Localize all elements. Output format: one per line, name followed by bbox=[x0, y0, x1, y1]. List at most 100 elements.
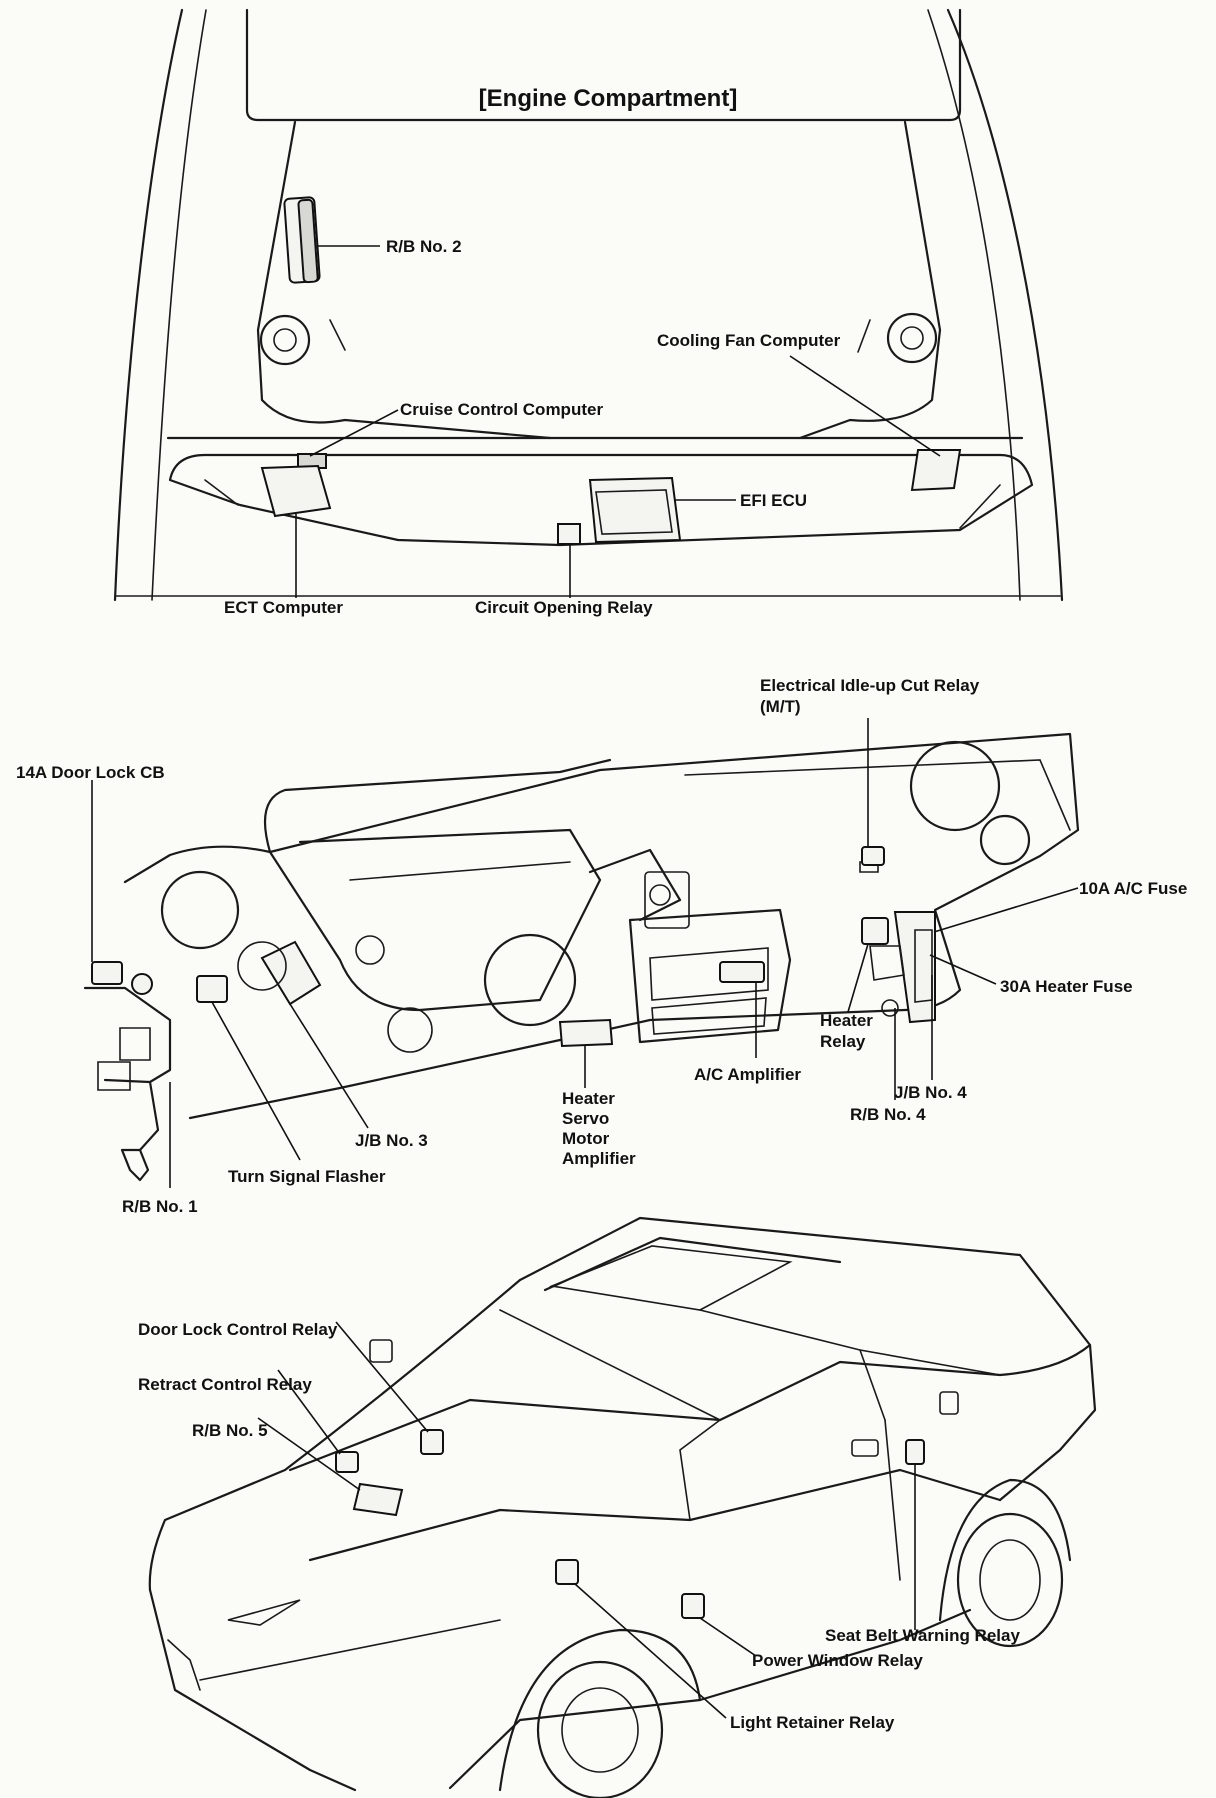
firewall-crease-right bbox=[959, 484, 1001, 529]
door-lock-control-relay-box bbox=[420, 1429, 444, 1455]
wiper-pivot bbox=[369, 1339, 393, 1363]
dash-right-hood bbox=[684, 759, 1071, 831]
circuit-opening-relay-box bbox=[557, 523, 581, 545]
turn-signal-flasher-label: Turn Signal Flasher bbox=[228, 1167, 386, 1186]
idle-up-cut-relay-box bbox=[861, 846, 885, 866]
rear-vent bbox=[939, 1391, 959, 1415]
cruise-control-leader bbox=[309, 409, 399, 457]
heater-relay-leader bbox=[847, 943, 869, 1013]
speedometer-gauge bbox=[483, 933, 577, 1027]
jb-no-4-label: J/B No. 4 bbox=[894, 1083, 967, 1102]
right-vents bbox=[909, 740, 1031, 866]
instrument-cluster-housing bbox=[268, 828, 602, 1012]
ac-fuse-leader bbox=[933, 887, 1079, 933]
jb-no-4-assembly bbox=[861, 911, 936, 1024]
cluster-knob-left bbox=[355, 935, 385, 965]
jb-no-3-leader bbox=[289, 1003, 369, 1129]
seat-belt-warning-relay-label: Seat Belt Warning Relay bbox=[825, 1626, 1020, 1645]
jb-no-3-box bbox=[260, 940, 322, 1006]
cooling-fan-computer-box bbox=[910, 449, 962, 492]
right-fender-outline bbox=[946, 8, 1064, 602]
front-wheel bbox=[498, 1628, 702, 1798]
dash-hood-top bbox=[263, 758, 612, 854]
headlight-cover bbox=[227, 1599, 301, 1626]
heater-relay-label-line2: Relay bbox=[820, 1032, 866, 1051]
light-retainer-relay-label: Light Retainer Relay bbox=[730, 1713, 895, 1732]
ac-amplifier-label: A/C Amplifier bbox=[694, 1065, 801, 1084]
right-fender-inner-line bbox=[927, 9, 1021, 601]
power-window-relay-label: Power Window Relay bbox=[752, 1651, 923, 1670]
right-strut-wall bbox=[798, 120, 942, 440]
retract-control-relay-label: Retract Control Relay bbox=[138, 1375, 312, 1394]
ac-amplifier-box bbox=[719, 961, 765, 983]
engine-compartment-section: [Engine Compartment] R/B No. 2 Cooling F… bbox=[113, 8, 1064, 617]
ac-fuse-label: 10A A/C Fuse bbox=[1079, 879, 1187, 898]
quarter-window-line bbox=[859, 1349, 1001, 1376]
door-lock-control-relay-label: Door Lock Control Relay bbox=[138, 1320, 338, 1339]
hood-crease bbox=[199, 1619, 501, 1681]
cooling-fan-computer-label: Cooling Fan Computer bbox=[657, 331, 841, 350]
roof-outline bbox=[518, 1216, 1092, 1347]
cooling-fan-leader bbox=[789, 355, 941, 457]
door-lock-relay-leader bbox=[335, 1321, 429, 1433]
console-switch-block bbox=[644, 871, 690, 929]
retract-relay-leader bbox=[277, 1369, 341, 1455]
left-strut-wall bbox=[256, 120, 552, 440]
a-pillar-left bbox=[499, 1309, 721, 1421]
center-stack-top bbox=[588, 848, 682, 922]
firewall-panel bbox=[168, 453, 1034, 547]
heater-servo-label-line3: Motor bbox=[562, 1129, 610, 1148]
rb-no-5-label: R/B No. 5 bbox=[192, 1421, 268, 1440]
rb-no-5-leader bbox=[257, 1417, 361, 1491]
heater-relay-label-line1: Heater bbox=[820, 1011, 873, 1030]
right-strut-mount bbox=[857, 312, 938, 364]
cluster-shelf-line bbox=[349, 861, 571, 881]
firewall-crease bbox=[204, 479, 239, 506]
heater-fuse-leader bbox=[929, 954, 997, 985]
heater-servo-amplifier-box bbox=[558, 1018, 614, 1048]
left-fender-inner-line bbox=[151, 9, 207, 601]
efi-ecu-label: EFI ECU bbox=[740, 491, 807, 510]
sunroof-panel bbox=[549, 1245, 793, 1311]
ect-computer-label: ECT Computer bbox=[224, 598, 343, 617]
idle-up-cut-relay-label: Electrical Idle-up Cut Relay bbox=[760, 676, 980, 695]
seat-belt-relay-box bbox=[905, 1439, 925, 1465]
rb-no-5-box bbox=[352, 1482, 404, 1517]
left-vent bbox=[160, 870, 240, 950]
jb-no-3-label: J/B No. 3 bbox=[355, 1131, 428, 1150]
beltline bbox=[288, 1343, 1097, 1502]
rear-wheel bbox=[938, 1478, 1072, 1648]
sunroof-front bbox=[543, 1236, 842, 1292]
light-retainer-leader bbox=[574, 1583, 727, 1719]
turn-signal-leader bbox=[211, 1001, 301, 1161]
rb-no-1-label: R/B No. 1 bbox=[122, 1197, 198, 1216]
power-window-relay-box bbox=[681, 1593, 705, 1619]
efi-ecu-box bbox=[588, 476, 682, 544]
ect-computer-box bbox=[260, 464, 332, 518]
small-gauge bbox=[387, 1007, 433, 1053]
left-strut-mount bbox=[259, 314, 346, 366]
windshield-hood-line bbox=[148, 1278, 522, 1592]
hood-panel bbox=[245, 8, 962, 122]
heater-servo-label-line4: Amplifier bbox=[562, 1149, 636, 1168]
rb-no-4-label: R/B No. 4 bbox=[850, 1105, 926, 1124]
turn-signal-flasher-box bbox=[196, 975, 228, 1003]
door-front-edge bbox=[679, 1419, 721, 1521]
heater-servo-label-line1: Heater bbox=[562, 1089, 615, 1108]
jb-no-3-ring bbox=[237, 941, 287, 991]
power-window-leader bbox=[699, 1617, 757, 1657]
rb-no-2-side bbox=[297, 198, 319, 284]
light-retainer-relay-box bbox=[555, 1559, 579, 1585]
shoulder-line bbox=[308, 1468, 1002, 1562]
left-fender-outline bbox=[113, 8, 184, 602]
engine-compartment-title: [Engine Compartment] bbox=[479, 85, 738, 112]
cruise-control-computer-label: Cruise Control Computer bbox=[400, 400, 603, 419]
door-handle bbox=[851, 1439, 879, 1457]
door-rear-edge bbox=[884, 1419, 901, 1581]
console-knob bbox=[649, 884, 671, 906]
dashboard-section: Electrical Idle-up Cut Relay (M/T) 14A D… bbox=[16, 676, 1187, 1216]
rb-no-2-label: R/B No. 2 bbox=[386, 237, 462, 256]
front-bumper-outline bbox=[148, 1588, 357, 1792]
b-pillar bbox=[699, 1309, 886, 1421]
